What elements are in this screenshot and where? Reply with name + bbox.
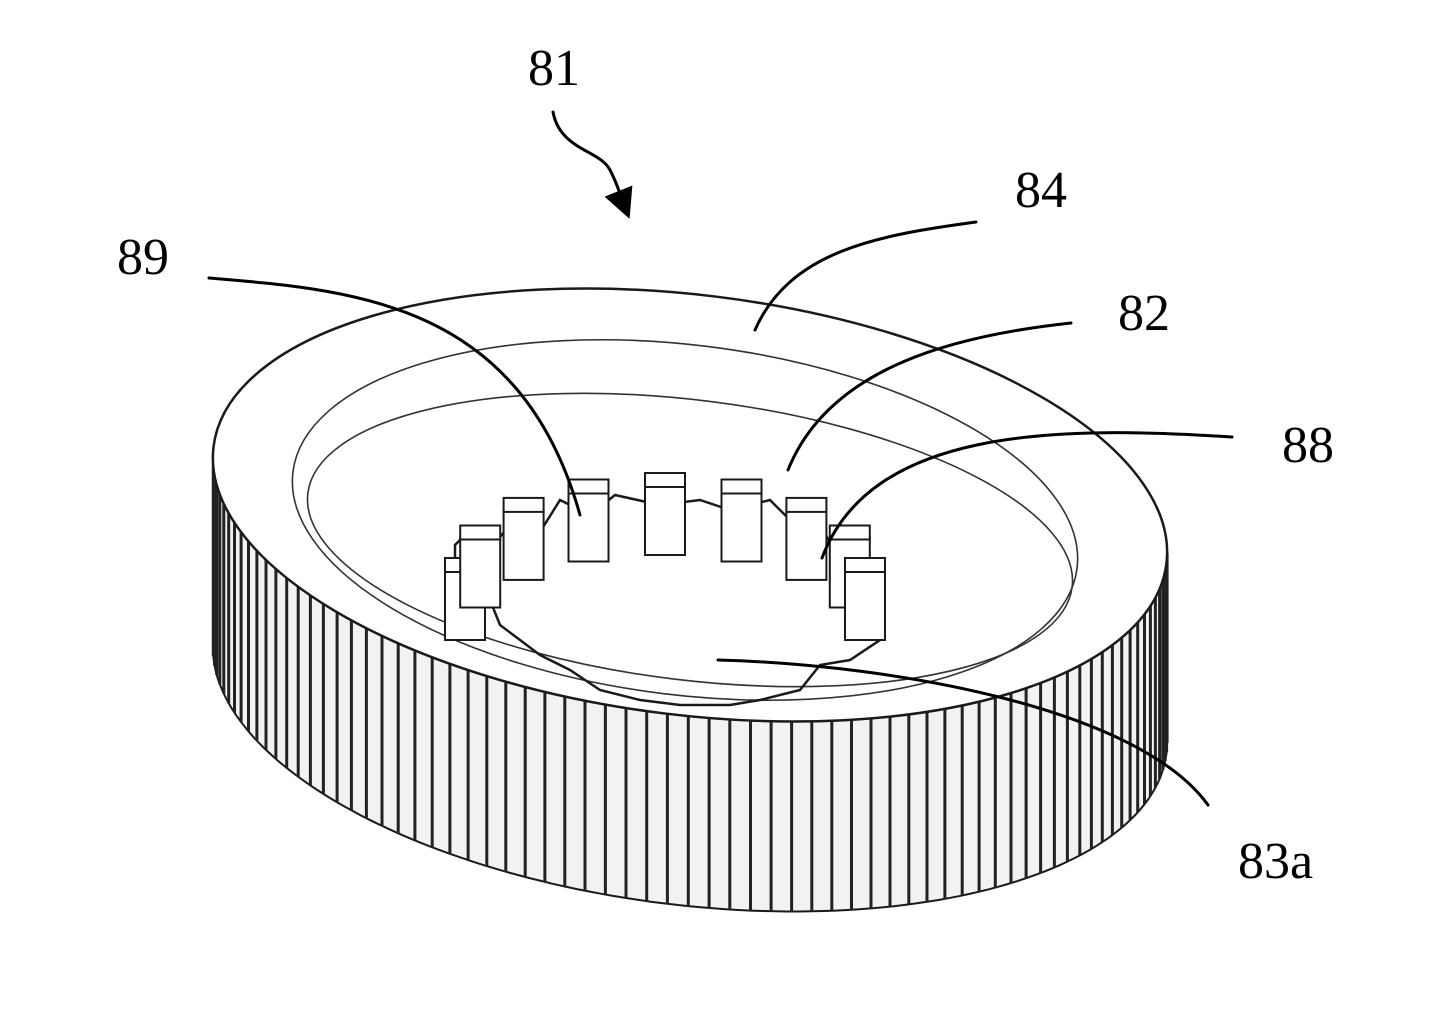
- gear-pawl-cap: [569, 480, 609, 494]
- gear-pawl: [845, 570, 885, 640]
- gear-pawl: [504, 510, 544, 580]
- gear-pawl-cap: [786, 498, 826, 512]
- leader-81-arrow: [553, 112, 624, 205]
- gear-pawl: [722, 492, 762, 562]
- ref-label-81: 81: [528, 40, 580, 97]
- gear-body: [188, 238, 1192, 911]
- ref-label-89: 89: [117, 229, 169, 286]
- ref-label-88: 88: [1282, 417, 1334, 474]
- ref-label-83a: 83a: [1238, 833, 1313, 890]
- gear-pawl: [786, 510, 826, 580]
- ref-label-82: 82: [1118, 285, 1170, 342]
- ref-label-84: 84: [1015, 162, 1067, 219]
- gear-pawl-cap: [645, 473, 685, 487]
- gear-pawl-cap: [504, 498, 544, 512]
- gear-pawl: [645, 485, 685, 555]
- gear-pawl: [460, 538, 500, 608]
- gear-pawl-cap: [722, 480, 762, 494]
- gear-pawl: [569, 492, 609, 562]
- gear-pawl-cap: [460, 526, 500, 540]
- gear-pawl-cap: [845, 558, 885, 572]
